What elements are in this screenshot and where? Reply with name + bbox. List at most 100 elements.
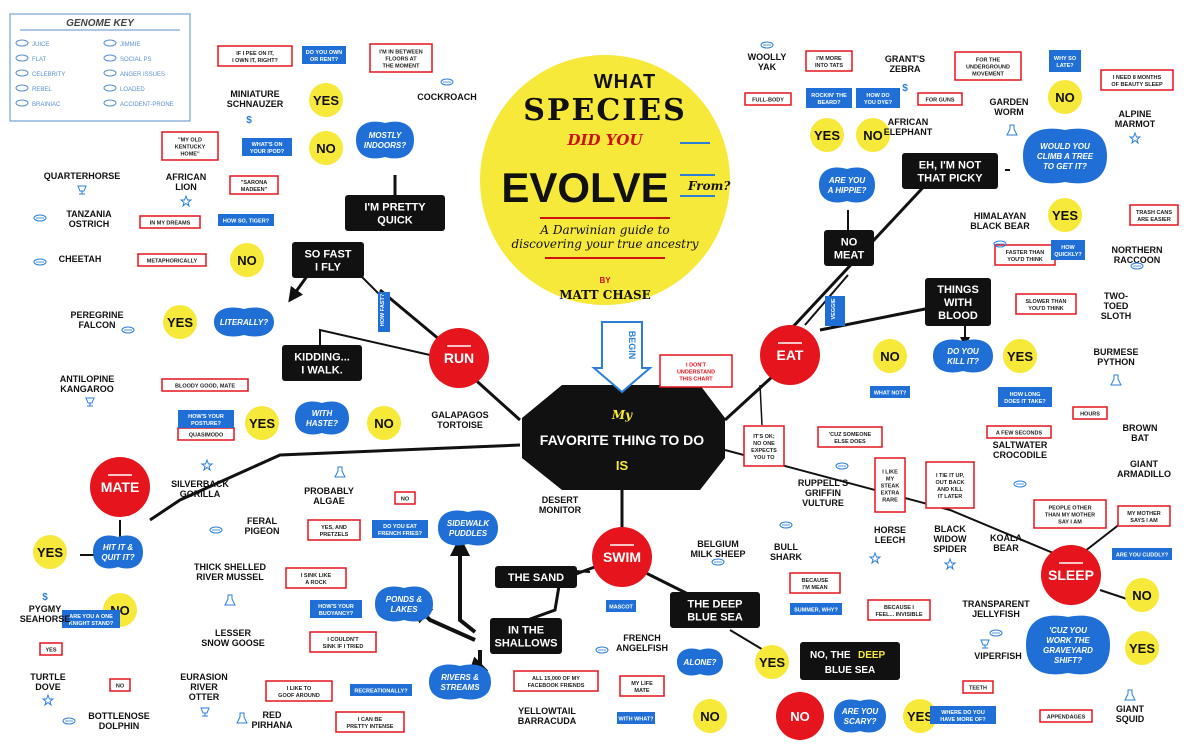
yes-answer[interactable]: YES <box>810 118 844 152</box>
question-hit-it[interactable]: HIT IT &QUIT IT? <box>93 535 143 569</box>
animal-name-line: ARMADILLO <box>1117 469 1171 479</box>
animal-name-line: VIPERFISH <box>974 651 1022 661</box>
hub-run[interactable]: RUN <box>429 328 489 388</box>
lips-icon <box>121 326 135 334</box>
hub-sleep[interactable]: SLEEP <box>1041 545 1101 605</box>
svg-text:$: $ <box>902 83 908 94</box>
question-line: LITERALLY? <box>220 318 268 327</box>
question-box-with-what[interactable]: WITH WHAT? <box>617 712 655 724</box>
no-answer[interactable]: NO <box>367 406 401 440</box>
question-box-recreationally[interactable]: RECREATIONALLY? <box>350 684 412 696</box>
question-box-mascot[interactable]: MASCOT <box>606 600 636 612</box>
no-answer[interactable]: NO <box>693 699 727 733</box>
black-label-line: I WALK. <box>301 365 343 377</box>
question-box-line: DO YOU OWN <box>306 50 343 56</box>
question-box-how-so[interactable]: HOW SO, TIGER? <box>218 214 274 226</box>
note-pee-on-it: IF I PEE ON IT,I OWN IT, RIGHT? <box>217 45 293 67</box>
yes-answer[interactable]: YES <box>33 535 67 569</box>
black-label-sand: THE SAND <box>495 566 577 588</box>
hub-label: RUN <box>444 350 474 366</box>
no-answer[interactable]: NO <box>873 339 907 373</box>
yes-answer[interactable]: YES <box>245 406 279 440</box>
no-answer[interactable]: NO <box>1048 80 1082 114</box>
question-ponds[interactable]: PONDS &LAKES <box>375 586 433 622</box>
no-answer[interactable]: NO <box>1125 578 1159 612</box>
note-line: A ROCK <box>305 580 327 586</box>
question-box-summer-why[interactable]: SUMMER, WHY? <box>790 603 842 615</box>
begin-arrow[interactable]: BEGIN <box>591 321 653 394</box>
no-answer[interactable]: NO <box>230 243 264 277</box>
yes-answer[interactable]: YES <box>1003 339 1037 373</box>
animal-name-line: ZEBRA <box>890 64 921 74</box>
no-answer[interactable]: NO <box>856 118 890 152</box>
hub-eat[interactable]: EAT <box>760 325 820 385</box>
question-box-line: BEARD? <box>818 100 842 106</box>
hub-label: NO <box>790 709 810 724</box>
question-box-line: HOW FAST? <box>380 293 386 326</box>
note-line: NO ONE <box>753 441 775 447</box>
black-label-line: KIDDING... <box>294 352 350 364</box>
question-box-what-not[interactable]: WHAT NOT? <box>870 386 910 398</box>
genome-key: GENOME KEY <box>9 13 191 122</box>
question-rivers[interactable]: RIVERS &STREAMS <box>429 664 491 700</box>
yes-answer[interactable]: YES <box>309 83 343 117</box>
hub-swim[interactable]: SWIM <box>592 527 652 587</box>
animal-name-line: YAK <box>758 62 777 72</box>
yes-answer[interactable]: YES <box>1048 198 1082 232</box>
question-box-are-you-cuddly[interactable]: ARE YOU CUDDLY? <box>1112 548 1172 560</box>
yes-answer[interactable]: YES <box>903 699 937 733</box>
hub-label: MATE <box>101 479 140 495</box>
no-answer[interactable]: NO <box>309 131 343 165</box>
yes-answer[interactable]: YES <box>1125 631 1159 665</box>
question-box-line: ROCKIN' THE <box>811 93 847 99</box>
question-literally[interactable]: LITERALLY? <box>214 307 274 337</box>
question-alone[interactable]: ALONE? <box>677 648 723 676</box>
svg-text:$: $ <box>246 115 252 126</box>
hub-label: SLEEP <box>1048 567 1094 583</box>
yes-label: YES <box>167 315 193 330</box>
black-label-line: THE DEEP <box>687 599 742 611</box>
question-box-line: RECREATIONALLY? <box>354 689 408 695</box>
hub-mate[interactable]: MATE <box>90 457 150 517</box>
animal-name-line: GARDEN <box>989 97 1028 107</box>
dollar-icon: $ <box>246 115 252 126</box>
animal-name-line: GORILLA <box>180 489 221 499</box>
yes-answer[interactable]: YES <box>755 645 789 679</box>
question-line: A HIPPIE? <box>827 186 867 195</box>
question-box-veggie[interactable]: VEGGIE <box>825 296 845 326</box>
note-line: UNDERSTAND <box>677 370 715 376</box>
question-box-how-fast[interactable]: HOW FAST? <box>378 292 390 332</box>
note-line: GOOF AROUND <box>278 693 320 699</box>
yes-answer[interactable]: YES <box>163 305 197 339</box>
lips-icon <box>760 41 774 49</box>
note-line: IF I PEE ON IT, <box>236 51 274 57</box>
hub-no[interactable]: NO <box>776 692 824 740</box>
animal-name-line: BLACK <box>934 524 966 534</box>
question-line: PONDS & <box>386 595 423 604</box>
